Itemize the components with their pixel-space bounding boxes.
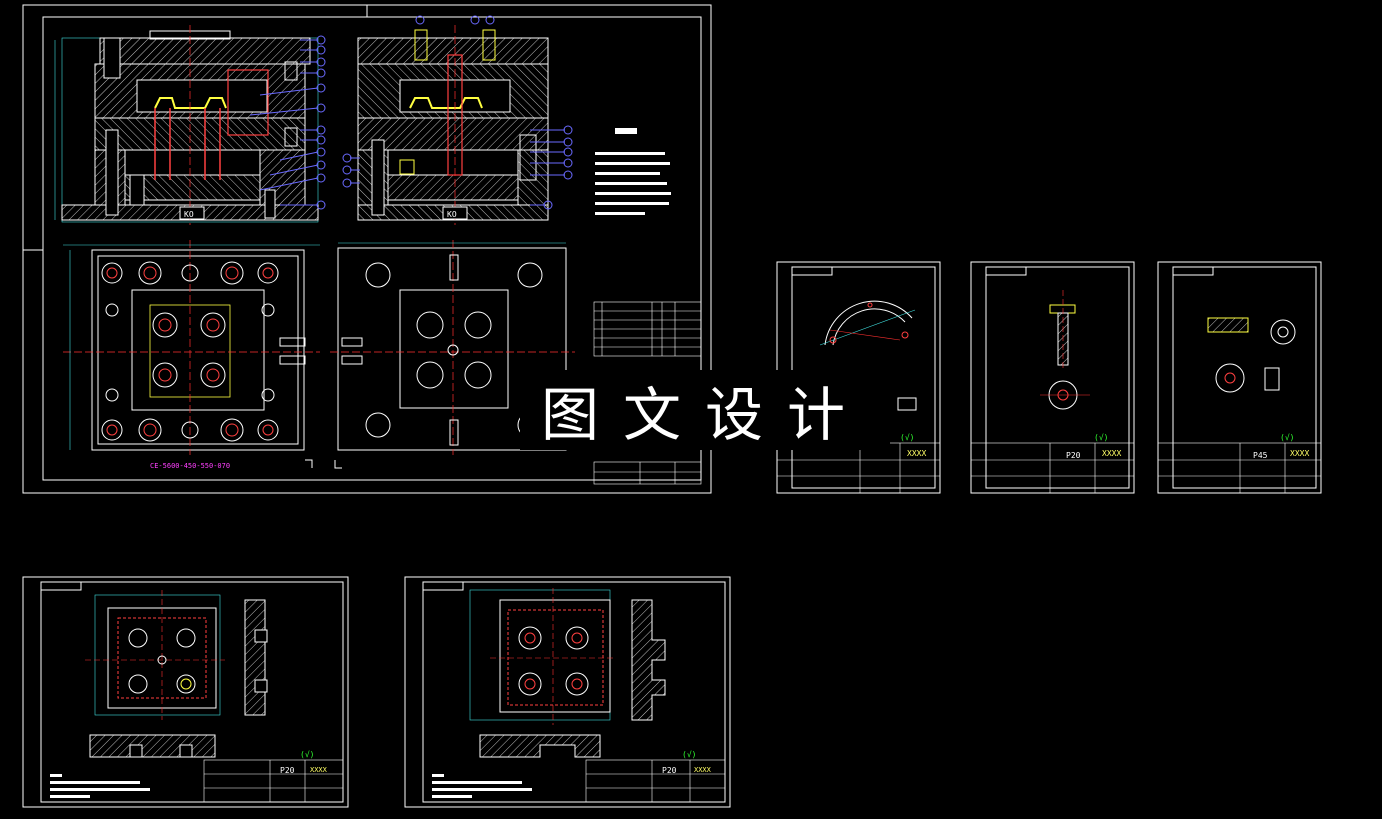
sheet-b-code: XXXX [907,449,926,458]
sheet-f: P20 XXXX (√) [404,576,731,808]
part-label-right: KO [447,210,457,219]
sheet-e: P20 XXXX (√) [22,576,349,808]
section-view-left: KO [54,25,319,225]
model-code: CE-5600-450-550-070 [150,462,230,470]
plan-view-left: CE-5600-450-550-070 [63,240,320,470]
tech-notes [595,128,671,215]
parts-list [593,301,702,357]
sheet-d-material: P45 [1253,451,1268,460]
sheet-c: P20 XXXX (√) [970,261,1135,494]
sheet-e-code: XXXX [310,766,328,774]
sheet-c-code: XXXX [1102,449,1121,458]
sheet-f-roughness: (√) [682,750,696,759]
watermark-text: 图文设计 [540,381,869,449]
sheet-d-code: XXXX [1290,449,1309,458]
balloons-right [342,15,573,210]
part-label-left: KO [184,210,194,219]
sheet-f-material: P20 [662,766,677,775]
sheet-d: P45 XXXX (√) [1157,261,1322,494]
watermark-banner: 图文设计 [520,370,890,450]
title-block-main [593,461,702,485]
sheet-e-material: P20 [280,766,295,775]
sheet-e-roughness: (√) [300,750,314,759]
section-view-right: KO [357,25,549,225]
assembly-sheet: KO [22,4,712,494]
plan-view-right [330,240,575,455]
balloons-left [249,35,326,210]
sheet-d-roughness: (√) [1280,433,1294,442]
sheet-f-code: XXXX [694,766,712,774]
sheet-c-material: P20 [1066,451,1081,460]
sheet-c-roughness: (√) [1094,433,1108,442]
sheet-b-roughness: (√) [900,433,914,442]
